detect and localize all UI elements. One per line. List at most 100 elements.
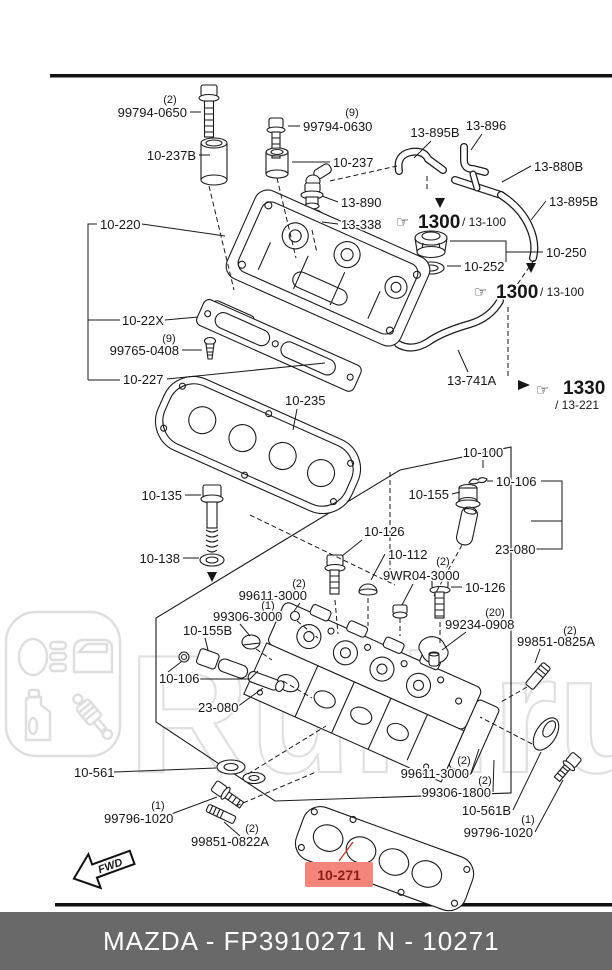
part-label-13-896[interactable]: 13-896 bbox=[464, 117, 507, 135]
footer-background bbox=[0, 912, 612, 970]
footer-part-index: N - 10271 bbox=[376, 926, 499, 956]
part-label-10-22X[interactable]: 10-22X bbox=[121, 312, 166, 330]
cylinder-head-art bbox=[243, 602, 500, 783]
qty-99306-1800: (2) bbox=[478, 775, 491, 787]
frame-10-22X-art bbox=[196, 299, 362, 392]
part-label-10-126-a[interactable]: 10-126 bbox=[363, 523, 406, 541]
part-label-10-271[interactable]: 10-271 bbox=[317, 867, 361, 883]
part-label-10-227[interactable]: 10-227 bbox=[122, 371, 165, 389]
bolt-99796-1020-left-art bbox=[210, 780, 245, 809]
down-arrow-icon bbox=[526, 263, 536, 273]
cover-gasket-10-235-art bbox=[155, 375, 361, 515]
bolt-99796-1020-right-art bbox=[553, 752, 582, 783]
highlight-box[interactable] bbox=[305, 862, 373, 887]
hose-13-741A-art bbox=[394, 297, 504, 352]
ref-cat-13-100-a: / 13-100 bbox=[462, 215, 506, 229]
footer-bar: MAZDA - FP3910271 N - 10271 bbox=[0, 912, 612, 970]
qty-99234-0908: (20) bbox=[485, 607, 505, 619]
part-label-13-895B-a[interactable]: 13-895B bbox=[409, 124, 461, 142]
elbow-13-896-art bbox=[460, 143, 489, 176]
part-label-10-220[interactable]: 10-220 bbox=[99, 216, 142, 234]
qty-99796-1020-b: (1) bbox=[521, 814, 534, 826]
assembly-dashed-lines bbox=[208, 165, 535, 807]
part-label-13-890[interactable]: 13-890 bbox=[340, 194, 383, 212]
spacer-10-237-art bbox=[265, 147, 289, 179]
part-label-13-338[interactable]: 13-338 bbox=[340, 216, 383, 234]
part-label-13-895B-b[interactable]: 13-895B bbox=[548, 193, 600, 211]
part-label-99794-0630[interactable]: 99794-0630 bbox=[302, 118, 374, 136]
part-label-10-100[interactable]: 10-100 bbox=[461, 444, 504, 462]
part-label-99611-3000-a[interactable]: 99611-3000 bbox=[237, 587, 308, 605]
valve-seal-10-155-art bbox=[455, 483, 481, 509]
cap-nut-10-112-art bbox=[358, 583, 378, 596]
part-label-10-155B[interactable]: 10-155B bbox=[182, 622, 234, 640]
part-label-10-561B[interactable]: 10-561B bbox=[460, 802, 512, 820]
part-label-10-135[interactable]: 10-135 bbox=[140, 487, 183, 505]
part-label-99611-3000-b[interactable]: 99611-3000 bbox=[399, 765, 470, 783]
part-label-10-126-b[interactable]: 10-126 bbox=[464, 579, 507, 597]
valve-guide-art bbox=[455, 506, 479, 546]
part-label-10-252[interactable]: 10-252 bbox=[463, 258, 506, 276]
part-label-99851-0822A[interactable]: 99851-0822A bbox=[190, 833, 271, 851]
bolt-99794-0650-art bbox=[198, 84, 220, 138]
hose-13-895B-top-art bbox=[394, 147, 447, 175]
leader-lines bbox=[87, 111, 564, 837]
screw-99765-0408-art bbox=[203, 336, 217, 360]
footer-catalog-number: MAZDA - FP3910271 bbox=[103, 926, 367, 956]
tee-13-880B-art bbox=[451, 170, 505, 199]
part-label-99851-0825A[interactable]: 99851-0825A bbox=[516, 633, 597, 651]
down-arrow-icon bbox=[207, 572, 217, 582]
ref-code-1300-b[interactable]: 1300 bbox=[495, 281, 540, 305]
assembly-group-box bbox=[155, 446, 512, 802]
qty-9WR04-3000: (2) bbox=[436, 556, 449, 568]
part-label-99234-0908[interactable]: 99234-0908 bbox=[444, 616, 516, 634]
part-label-13-741A[interactable]: 13-741A bbox=[446, 372, 498, 390]
bolt-10-126-b-art bbox=[429, 576, 451, 619]
part-label-9WR04-3000[interactable]: 9WR04-3000 bbox=[382, 567, 462, 585]
part-label-99794-0650[interactable]: 99794-0650 bbox=[116, 104, 188, 122]
part-label-99796-1020-b[interactable]: 99796-1020 bbox=[462, 824, 534, 842]
bolt-99794-0630-art bbox=[266, 117, 286, 159]
ref-code-1300-a[interactable]: 1300 bbox=[417, 211, 462, 235]
bolt-10-126-a-art bbox=[324, 554, 346, 595]
pointing-hand-icon: ☞ bbox=[474, 283, 487, 301]
washer-10-138-art bbox=[199, 553, 225, 582]
cap-99306-3000-art bbox=[241, 634, 261, 650]
valve-cover-art bbox=[225, 189, 431, 347]
pcv-valve-13-890-art bbox=[300, 163, 332, 210]
part-label-99306-1800[interactable]: 99306-1800 bbox=[420, 784, 492, 802]
part-labels: (2) 99794-0650 10-237B (9) 99794-0630 10… bbox=[73, 93, 600, 851]
part-label-10-561[interactable]: 10-561 bbox=[73, 764, 116, 782]
part-label-10-112[interactable]: 10-112 bbox=[387, 546, 430, 564]
part-label-23-080-a[interactable]: 23-080 bbox=[494, 541, 537, 559]
ref-cat-13-100-b: / 13-100 bbox=[540, 285, 584, 299]
part-label-10-237B[interactable]: 10-237B bbox=[145, 147, 197, 165]
catalog-references: ☞ 1300 / 13-100 ☞ 1300 / 13-100 ☞ 1330 /… bbox=[396, 211, 607, 414]
headlight-icon bbox=[17, 637, 68, 677]
part-label-10-106-a[interactable]: 10-106 bbox=[495, 473, 538, 491]
part-label-10-138[interactable]: 10-138 bbox=[138, 550, 181, 568]
part-label-99796-1020-a[interactable]: 99796-1020 bbox=[103, 810, 175, 828]
watermark-icon-box bbox=[4, 610, 122, 758]
part-label-10-237[interactable]: 10-237 bbox=[332, 154, 375, 172]
pointing-hand-icon: ☞ bbox=[396, 213, 409, 231]
part-label-99765-0408[interactable]: 99765-0408 bbox=[108, 342, 180, 360]
highlight-leader bbox=[338, 841, 354, 862]
oil-cap-10-250-art bbox=[414, 230, 448, 259]
part-label-23-080-b[interactable]: 23-080 bbox=[197, 699, 240, 717]
part-label-10-235[interactable]: 10-235 bbox=[284, 392, 327, 410]
qty-99765-0408: (9) bbox=[162, 333, 175, 345]
qty-99306-3000: (1) bbox=[261, 600, 274, 612]
part-label-13-880B[interactable]: 13-880B bbox=[533, 158, 585, 176]
part-label-10-250[interactable]: 10-250 bbox=[545, 244, 588, 262]
part-label-99306-3000[interactable]: 99306-3000 bbox=[212, 608, 284, 626]
shock-absorber-icon bbox=[72, 693, 114, 741]
highlighted-part-callout[interactable]: 10-271 bbox=[305, 841, 373, 887]
part-label-10-155[interactable]: 10-155 bbox=[407, 486, 450, 504]
part-label-10-106-b[interactable]: 10-106 bbox=[158, 670, 201, 688]
ref-code-1330[interactable]: 1330 bbox=[562, 377, 607, 401]
bracket-10-561B-art bbox=[532, 717, 560, 751]
stud-99851-0825A-art bbox=[525, 662, 551, 690]
seal-set-10-155B-art bbox=[178, 648, 285, 693]
